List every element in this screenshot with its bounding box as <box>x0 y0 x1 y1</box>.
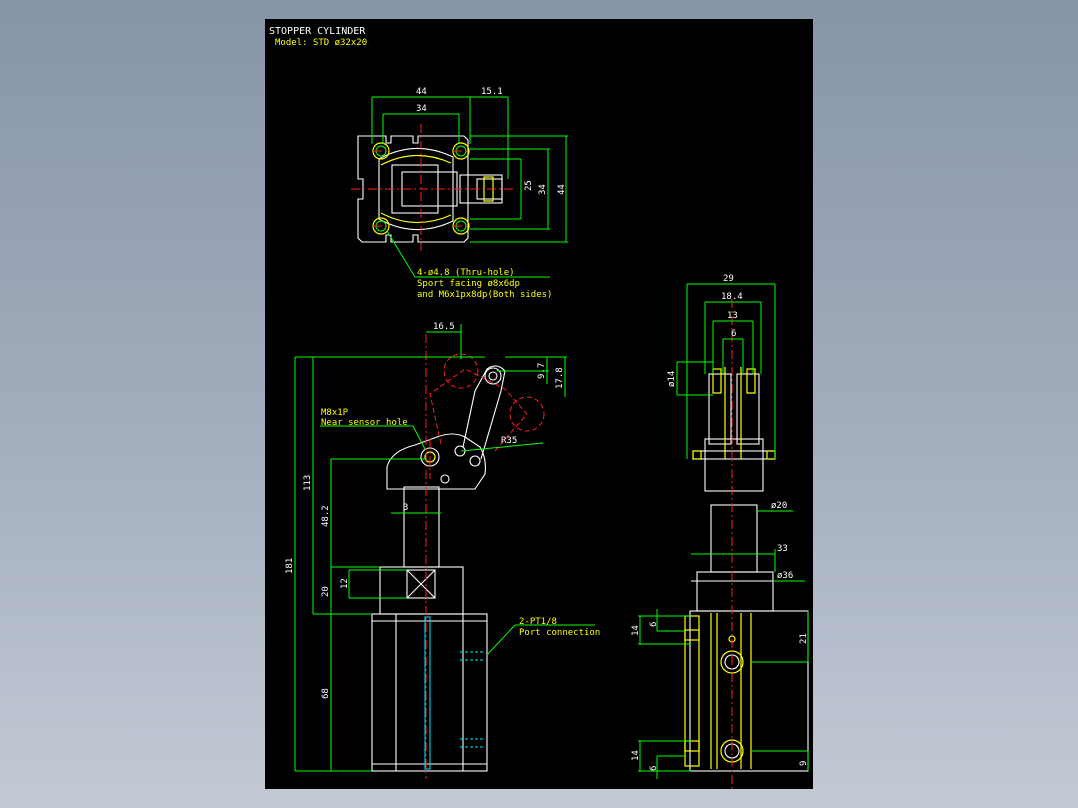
dim-side-6: 6 <box>731 329 736 339</box>
sensor-note-line1: M8x1P <box>321 408 349 418</box>
dim-top-34: 34 <box>416 104 427 114</box>
dim-front-20: 20 <box>321 586 331 597</box>
dim-side-14-bot: 14 <box>631 750 641 761</box>
dim-top-44-v: 44 <box>557 184 567 195</box>
dim-side-d14: ø14 <box>667 371 677 387</box>
dim-side-13: 13 <box>727 311 738 321</box>
dim-side-14-top: 14 <box>631 625 641 636</box>
top-view: 44 15.1 34 25 34 44 4-ø4.8 (Thru-hole) S… <box>351 87 568 300</box>
drawing-sheet: STOPPER CYLINDER Model: STD ø32x20 44 15… <box>265 19 813 789</box>
side-view: 29 18.4 13 6 ø14 ø20 33 ø36 14 6 <box>631 274 809 789</box>
dim-side-29: 29 <box>723 274 734 284</box>
port-note-line1: 2-PT1/8 <box>519 617 557 627</box>
dim-front-16-5: 16.5 <box>433 322 455 332</box>
dim-side-9: 9 <box>799 761 809 766</box>
cad-drawing: STOPPER CYLINDER Model: STD ø32x20 44 15… <box>269 26 809 789</box>
dim-front-3: 3 <box>403 503 408 513</box>
dim-front-68: 68 <box>321 688 331 699</box>
dim-side-6-top: 6 <box>649 622 659 627</box>
dim-top-15-1: 15.1 <box>481 87 503 97</box>
dim-side-6-bot: 6 <box>649 766 659 771</box>
hole-note-line1: 4-ø4.8 (Thru-hole) <box>417 268 515 278</box>
dim-front-r35: R35 <box>501 436 517 446</box>
front-view: 16.5 9.7 17.8 R35 181 113 48.2 20 12 68 … <box>285 322 600 779</box>
hole-note-line2: Sport facing ø8x6dp <box>417 279 520 289</box>
dim-side-21: 21 <box>799 633 809 644</box>
dim-front-17-8: 17.8 <box>555 367 565 389</box>
dim-front-181: 181 <box>285 558 295 574</box>
port-note-line2: Port connection <box>519 628 600 638</box>
dim-side-d20: ø20 <box>771 501 787 511</box>
dim-side-18-4: 18.4 <box>721 292 743 302</box>
dim-top-44: 44 <box>416 87 427 97</box>
sensor-note-line2: Near sensor hole <box>321 418 408 428</box>
dim-side-d36: ø36 <box>777 571 793 581</box>
dim-side-33: 33 <box>777 544 788 554</box>
dim-top-34-v: 34 <box>538 184 548 195</box>
dim-front-48-2: 48.2 <box>321 505 331 527</box>
dim-front-9-7: 9.7 <box>537 363 547 379</box>
hole-note-line3: and M6x1px8dp(Both sides) <box>417 290 552 300</box>
drawing-title: STOPPER CYLINDER <box>269 26 366 37</box>
dim-front-113: 113 <box>303 475 313 491</box>
dim-top-25: 25 <box>524 180 534 191</box>
dim-front-12: 12 <box>340 578 350 589</box>
drawing-model: Model: STD ø32x20 <box>275 38 367 48</box>
